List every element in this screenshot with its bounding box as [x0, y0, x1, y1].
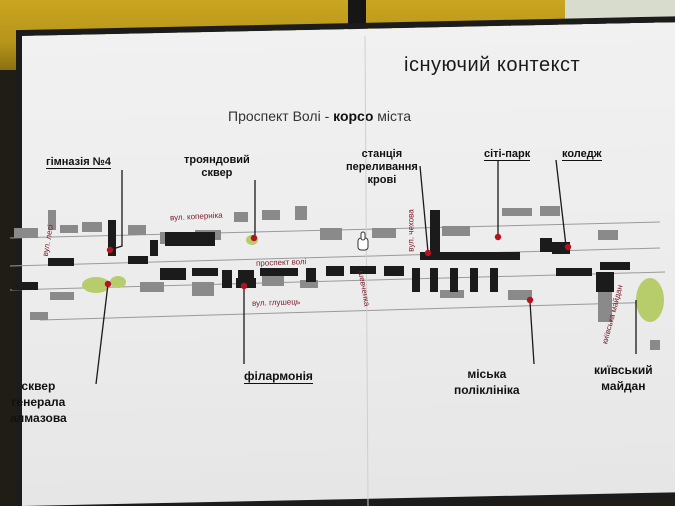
rose-square-marker	[250, 234, 258, 242]
slide-subtitle: Проспект Волі - корсо міста	[228, 108, 411, 124]
subtitle-end: міста	[373, 108, 412, 124]
gymnasium-marker	[106, 246, 114, 254]
markers	[104, 233, 572, 304]
label-philharmonic: філармонія	[244, 369, 313, 384]
hlushets-road	[39, 301, 661, 321]
label-college: коледж	[562, 148, 602, 161]
leader-lines	[95, 159, 637, 385]
street-prospekt: проспект волі	[255, 257, 307, 268]
buildings	[12, 210, 630, 292]
street-hlushets: вул. глушець	[251, 297, 301, 308]
subtitle-main: Проспект Волі -	[228, 108, 334, 124]
city-park-marker	[494, 233, 502, 241]
philharmonic-marker	[240, 282, 248, 290]
slide-title: існуючий контекст	[404, 54, 581, 76]
label-gymnasium: гімназія №4	[46, 156, 112, 169]
polyclinic-marker	[526, 296, 534, 304]
subtitle-bold: корсо	[333, 108, 374, 124]
street-chekhova: вул. чехова	[406, 209, 416, 252]
label-city-park: сіті-парк	[484, 148, 531, 161]
college-marker	[564, 243, 572, 251]
hand-cursor-icon	[357, 231, 369, 251]
blood-station-marker	[424, 249, 432, 257]
almazov-marker	[104, 280, 112, 288]
